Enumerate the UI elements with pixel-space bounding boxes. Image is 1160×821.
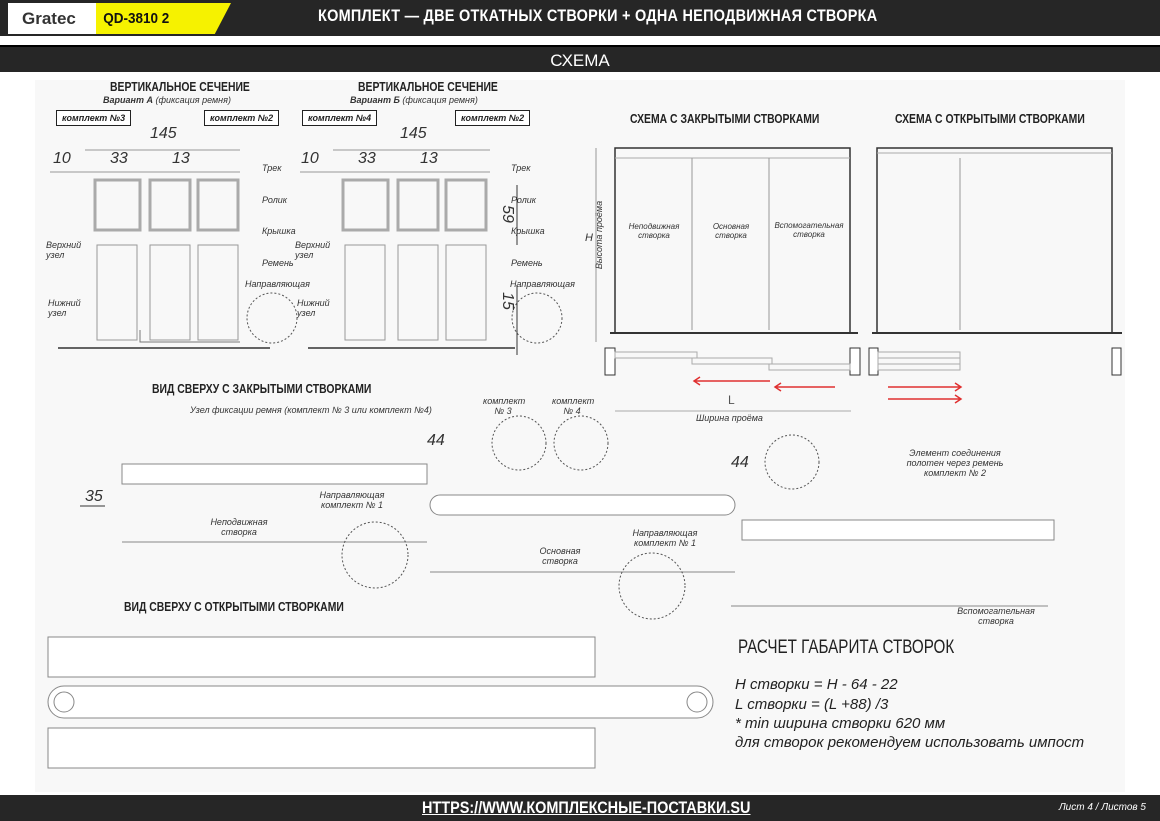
calc-title: РАСЧЕТ ГАБАРИТА СТВОРОК bbox=[738, 637, 955, 658]
kit-4-callout: комплект № 4 bbox=[552, 396, 595, 416]
label-upper-node-a: Верхний узел bbox=[46, 240, 82, 260]
direction-arrows bbox=[692, 376, 963, 404]
kit-2-label-a: комплект №2 bbox=[204, 110, 280, 126]
closed-scheme-title: СХЕМА С ЗАКРЫТЫМИ СТВОРКАМИ bbox=[630, 111, 820, 126]
brand-logo: Gratec bbox=[8, 3, 96, 34]
dim-33-b: 33 bbox=[358, 150, 376, 167]
top-view-open-drawing bbox=[47, 636, 714, 769]
dim-44-a: 44 bbox=[427, 432, 445, 449]
belt-node-label: Узел фиксации ремня (комплект № 3 или ко… bbox=[190, 405, 432, 415]
label-lower-node-a: Нижний узел bbox=[48, 298, 81, 318]
label-guide-b: Направляющая bbox=[510, 279, 575, 289]
label-cover-b: Крышка bbox=[511, 226, 545, 236]
kit-4-label: комплект №4 bbox=[302, 110, 378, 126]
label-lower-node-b: Нижний узел bbox=[297, 298, 330, 318]
label-belt-b: Ремень bbox=[511, 258, 543, 268]
guide-1-label: Направляющая комплект № 1 bbox=[319, 490, 385, 510]
kit-2-label-b: комплект №2 bbox=[455, 110, 531, 126]
vertical-b-title: ВЕРТИКАЛЬНОЕ СЕЧЕНИЕ bbox=[358, 79, 498, 94]
label-opening-height: Высота проёма bbox=[594, 200, 605, 270]
calc-width-formula: L створки = (L +88) /3 bbox=[735, 696, 889, 713]
vertical-a-note: (фиксация ремня) bbox=[155, 95, 231, 105]
dim-10-b: 10 bbox=[301, 150, 319, 167]
panel-main-label: Основная створка bbox=[712, 222, 750, 240]
label-opening-width: Ширина проёма bbox=[696, 413, 763, 423]
dim-145-a: 145 bbox=[150, 125, 177, 142]
dim-145-b: 145 bbox=[400, 125, 427, 142]
label-cover-a: Крышка bbox=[262, 226, 296, 236]
dim-35: 35 bbox=[85, 488, 103, 505]
vertical-b-note: (фиксация ремня) bbox=[402, 95, 478, 105]
page-title: КОМПЛЕКТ — ДВЕ ОТКАТНЫХ СТВОРКИ + ОДНА Н… bbox=[318, 6, 878, 25]
guide-2-label: Направляющая комплект № 1 bbox=[632, 528, 698, 548]
model-badge: QD-3810 2 SLIDING+1 bbox=[96, 3, 231, 34]
dim-13-b: 13 bbox=[420, 150, 438, 167]
header-bar: Gratec QD-3810 2 SLIDING+1 КОМПЛЕКТ — ДВ… bbox=[0, 0, 1160, 36]
vertical-a-title: ВЕРТИКАЛЬНОЕ СЕЧЕНИЕ bbox=[110, 79, 250, 94]
open-scheme-title: СХЕМА С ОТКРЫТЫМИ СТВОРКАМИ bbox=[895, 111, 1085, 126]
top-view-closed-drawing bbox=[80, 415, 1055, 620]
footer-bar: HTTPS://WWW.КОМПЛЕКСНЫЕ-ПОСТАВКИ.SU Лист… bbox=[0, 795, 1160, 821]
dim-10-a: 10 bbox=[53, 150, 71, 167]
kit-3-callout: комплект № 3 bbox=[483, 396, 526, 416]
open-scheme-drawing bbox=[868, 147, 1122, 376]
dim-H: H bbox=[585, 232, 593, 244]
panel-aux-label: Вспомогательная створка bbox=[774, 221, 844, 239]
panel-fixed-label: Неподвижная створка bbox=[628, 222, 680, 240]
dim-L: L bbox=[728, 393, 735, 407]
main-panel-label: Основная створка bbox=[539, 546, 581, 566]
dim-13-a: 13 bbox=[172, 150, 190, 167]
label-belt-a: Ремень bbox=[262, 258, 294, 268]
kit-3-label: комплект №3 bbox=[56, 110, 132, 126]
fixed-panel-label: Неподвижная створка bbox=[210, 517, 268, 537]
label-guide-a: Направляющая bbox=[245, 279, 310, 289]
top-closed-title: ВИД СВЕРХУ С ЗАКРЫТЫМИ СТВОРКАМИ bbox=[152, 381, 372, 396]
vertical-b-variant: Вариант Б bbox=[350, 95, 400, 105]
dim-59: 59 bbox=[498, 205, 516, 223]
top-open-title: ВИД СВЕРХУ С ОТКРЫТЫМИ СТВОРКАМИ bbox=[124, 599, 344, 614]
label-roller-b: Ролик bbox=[511, 195, 537, 205]
label-track-a: Трек bbox=[262, 163, 282, 173]
vertical-a-variant: Вариант А bbox=[103, 95, 153, 105]
closed-scheme-drawing bbox=[595, 147, 861, 412]
calc-min-width-note: * min ширина створки 620 мм bbox=[735, 715, 946, 732]
calc-impost-note: для створок рекомендуем использовать имп… bbox=[735, 734, 1085, 751]
label-upper-node-b: Верхний узел bbox=[295, 240, 331, 260]
aux-panel-label: Вспомогательная створка bbox=[957, 606, 1035, 626]
dim-33-a: 33 bbox=[110, 150, 128, 167]
label-roller-a: Ролик bbox=[262, 195, 288, 205]
vertical-section-b bbox=[300, 149, 563, 355]
connector-label: Элемент соединения полотен через ремень … bbox=[906, 448, 1004, 478]
calc-height-formula: H створки = H - 64 - 22 bbox=[735, 676, 898, 693]
dim-44-b: 44 bbox=[731, 454, 749, 471]
footer-url-link[interactable]: HTTPS://WWW.КОМПЛЕКСНЫЕ-ПОСТАВКИ.SU bbox=[422, 798, 751, 817]
label-track-b: Трек bbox=[511, 163, 531, 173]
sheet-number: Лист 4 / Листов 5 bbox=[1058, 802, 1146, 813]
dim-15: 15 bbox=[498, 292, 516, 310]
vertical-section-a bbox=[50, 149, 298, 349]
section-title: СХЕМА bbox=[0, 45, 1160, 72]
